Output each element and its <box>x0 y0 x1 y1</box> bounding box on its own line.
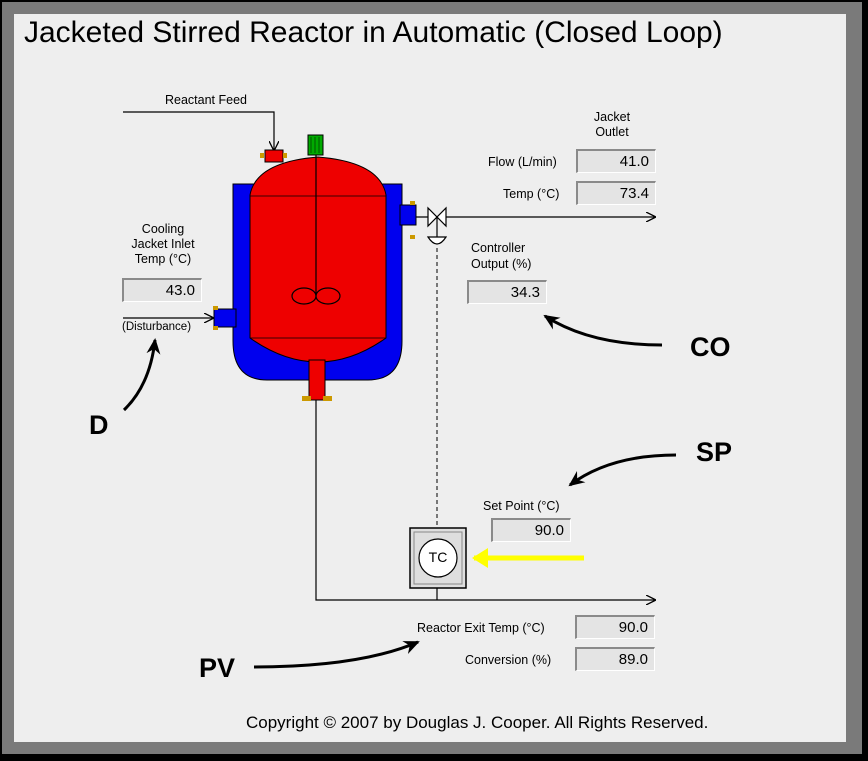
jacket-inlet-nozzle <box>213 308 237 328</box>
conversion-value: 89.0 <box>575 647 655 671</box>
pv-annotation: PV <box>199 653 236 683</box>
tc-label: TC <box>428 549 448 565</box>
valve-actuator <box>426 236 448 245</box>
pv-callout-arrow <box>253 640 420 669</box>
tc-circle <box>418 538 458 578</box>
reactor-exit-temp-value: 90.0 <box>575 615 655 639</box>
copyright-notice: Copyright © 2007 by Douglas J. Cooper. A… <box>246 713 709 732</box>
sp-annotation: SP <box>696 437 733 467</box>
diagram-panel <box>14 14 846 742</box>
jacket-temp-value: 73.4 <box>576 181 656 205</box>
set-point-value[interactable]: 90.0 <box>491 518 571 542</box>
jacket-outlet-nozzle <box>399 204 417 226</box>
reactor-vessel <box>249 156 387 363</box>
impeller-right <box>315 287 341 305</box>
co-callout-arrow <box>543 314 663 347</box>
conversion-label: Conversion (%) <box>465 653 552 667</box>
cooling-inlet-label-2: Jacket Inlet <box>131 237 195 251</box>
reactor-outlet-nozzle <box>308 359 326 401</box>
reactant-feed-label: Reactant Feed <box>165 93 247 107</box>
jacket-outlet-label-2: Outlet <box>595 125 629 139</box>
reactor-exit-line <box>315 400 655 600</box>
cooling-inlet-temp-value: 43.0 <box>122 278 202 302</box>
jacket-outlet-label-1: Jacket <box>593 110 631 124</box>
controller-output-value: 34.3 <box>467 280 547 304</box>
disturbance-label: (Disturbance) <box>122 321 192 333</box>
cooling-inlet-label-1: Cooling <box>141 222 185 236</box>
d-callout-arrow <box>122 338 161 412</box>
jacket-flow-label: Flow (L/min) <box>488 155 557 169</box>
reactant-feed-line <box>123 111 274 150</box>
reactor-exit-temp-label: Reactor Exit Temp (°C) <box>417 621 545 635</box>
page-title: Jacketed Stirred Reactor in Automatic (C… <box>24 16 723 49</box>
controller-output-label-2: Output (%) <box>471 257 532 271</box>
set-point-label: Set Point (°C) <box>483 499 560 513</box>
jacket-flow-value: 41.0 <box>576 149 656 173</box>
co-annotation: CO <box>690 332 731 362</box>
cooling-inlet-label-3: Temp (°C) <box>134 252 192 266</box>
d-annotation: D <box>89 410 109 440</box>
feed-nozzle <box>264 149 284 163</box>
jacket-temp-label: Temp (°C) <box>503 187 560 201</box>
controller-output-label-1: Controller <box>471 241 526 255</box>
sp-callout-arrow <box>568 453 677 487</box>
